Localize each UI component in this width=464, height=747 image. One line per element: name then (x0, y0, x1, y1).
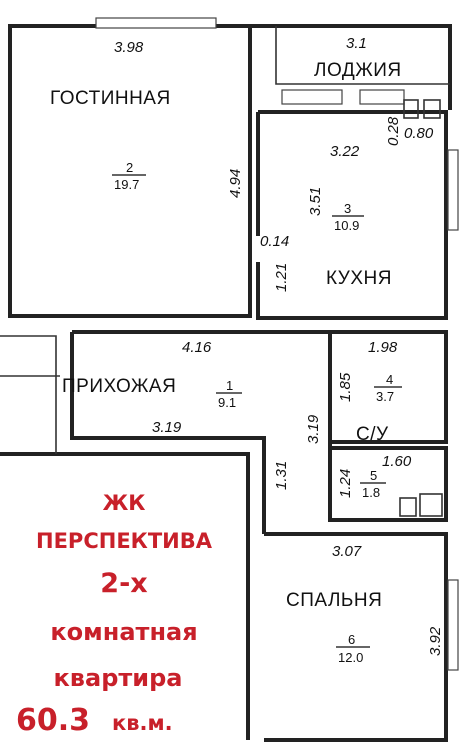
room-area-2: 19.7 (114, 177, 139, 192)
room-name-hallway: ПРИХОЖАЯ (62, 376, 176, 397)
room-name-bedroom: СПАЛЬНЯ (286, 590, 382, 611)
windows (95, 17, 459, 671)
dimension-wc-depth: 1.24 (337, 469, 354, 498)
promo-area-value: 60.3 (16, 703, 90, 738)
room-number-3: 3 (344, 201, 351, 216)
promo-complex-label: ЖК (103, 491, 146, 515)
dimension-hallway-lower: 3.19 (152, 419, 182, 436)
dimension-bathroom-depth: 1.85 (337, 372, 354, 402)
dimension-kitchen-121: 1.21 (273, 263, 290, 292)
dimension-bedroom-depth: 3.92 (427, 626, 444, 656)
room-name-kitchen: КУХНЯ (326, 268, 392, 289)
walls (0, 24, 452, 742)
dimension-kitchen-depth: 3.51 (307, 187, 324, 216)
room-number-1: 1 (226, 378, 233, 393)
room-name-bathroom: С/У (356, 424, 389, 445)
promo-block: ЖК ПЕРСПЕКТИВА 2-х комнатная квартира 60… (16, 491, 213, 738)
room-area-1: 9.1 (218, 395, 236, 410)
dimension-loggia-width: 3.1 (346, 35, 367, 52)
room-labels: ГОСТИННАЯ ЛОДЖИЯ КУХНЯ ПРИХОЖАЯ С/У СПАЛ… (50, 60, 402, 611)
promo-rooms-count: 2-х (100, 568, 147, 599)
promo-rooms-word: комнатная (50, 618, 197, 646)
dimension-corridor-131: 1.31 (273, 461, 290, 490)
room-area-4: 3.7 (376, 389, 394, 404)
room-number-4: 4 (386, 372, 393, 387)
room-name-loggia: ЛОДЖИЯ (314, 60, 402, 81)
room-area-6: 12.0 (338, 650, 363, 665)
room-area-3: 10.9 (334, 218, 359, 233)
room-number-2: 2 (126, 160, 133, 175)
room-name-living: ГОСТИННАЯ (50, 88, 171, 109)
dimension-kitchen-014: 0.14 (260, 233, 289, 250)
dimension-loggia-028: 0.28 (385, 116, 402, 146)
promo-complex-name: ПЕРСПЕКТИВА (36, 529, 213, 553)
room-area-5: 1.8 (362, 485, 380, 500)
promo-area-unit: кв.м. (112, 711, 173, 735)
dimension-hallway-width: 4.16 (182, 339, 212, 356)
dimension-living-width: 3.98 (114, 39, 144, 56)
promo-apartment-word: квартира (54, 664, 183, 692)
dimension-hallway-depth: 3.19 (305, 414, 322, 444)
room-number-6: 6 (348, 632, 355, 647)
dimension-bathroom-width: 1.98 (368, 339, 398, 356)
dimension-living-depth: 4.94 (227, 169, 244, 198)
dimension-bedroom-width: 3.07 (332, 543, 362, 560)
dimension-wc-width: 1.60 (382, 453, 412, 470)
dimension-labels: 3.98 4.94 3.1 0.28 0.80 3.22 3.51 0.14 1… (114, 35, 444, 656)
dimension-loggia-080: 0.80 (404, 125, 434, 142)
room-number-5: 5 (370, 468, 377, 483)
fixtures (399, 99, 443, 517)
room-areas: 2 19.7 3 10.9 1 9.1 4 3.7 5 1.8 6 12.0 (112, 160, 402, 665)
dimension-kitchen-width: 3.22 (330, 143, 360, 160)
